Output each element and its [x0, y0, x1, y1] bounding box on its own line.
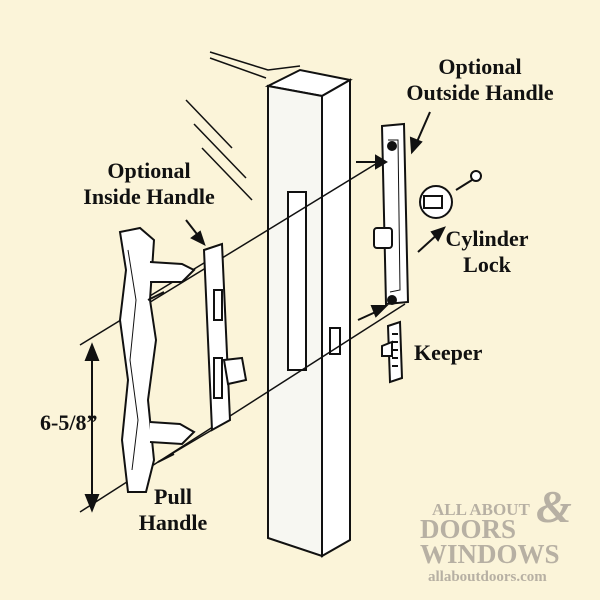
- label-line: Handle: [138, 510, 208, 535]
- label-line: Optional: [107, 158, 191, 183]
- optional-outside-handle-label: Optional Outside Handle: [380, 54, 580, 106]
- screws: [147, 291, 175, 463]
- label-line: Pull: [154, 484, 192, 509]
- keeper: [381, 320, 404, 384]
- watermark-line: WINDOWS: [420, 539, 560, 569]
- dimension-label: 6-5/8”: [40, 410, 98, 435]
- cylinder-lock: [419, 185, 453, 219]
- outside-handle: [373, 122, 410, 306]
- pull-handle-label: Pull Handle: [128, 484, 218, 536]
- label-line: Lock: [463, 252, 511, 277]
- door-stile: [264, 68, 353, 558]
- watermark-line: ALL ABOUT: [432, 500, 530, 519]
- cylinder-lock-label: Cylinder Lock: [432, 226, 542, 278]
- dimension-line: [84, 342, 100, 513]
- label-line: Cylinder: [445, 226, 529, 251]
- key-icon: [455, 170, 482, 191]
- keeper-label: Keeper: [414, 340, 483, 365]
- glass-pane: [185, 51, 301, 201]
- label-line: Optional: [438, 54, 522, 79]
- inside-handle: [202, 242, 248, 432]
- watermark-url: allaboutdoors.com: [428, 569, 547, 585]
- label-line: Outside Handle: [406, 80, 554, 105]
- watermark-amp: &: [536, 481, 572, 532]
- optional-inside-handle-label: Optional Inside Handle: [64, 158, 234, 210]
- watermark-line: DOORS: [420, 514, 517, 544]
- leader-arrows: [185, 111, 446, 321]
- pull-handle: [118, 226, 196, 493]
- label-line: Inside Handle: [83, 184, 215, 209]
